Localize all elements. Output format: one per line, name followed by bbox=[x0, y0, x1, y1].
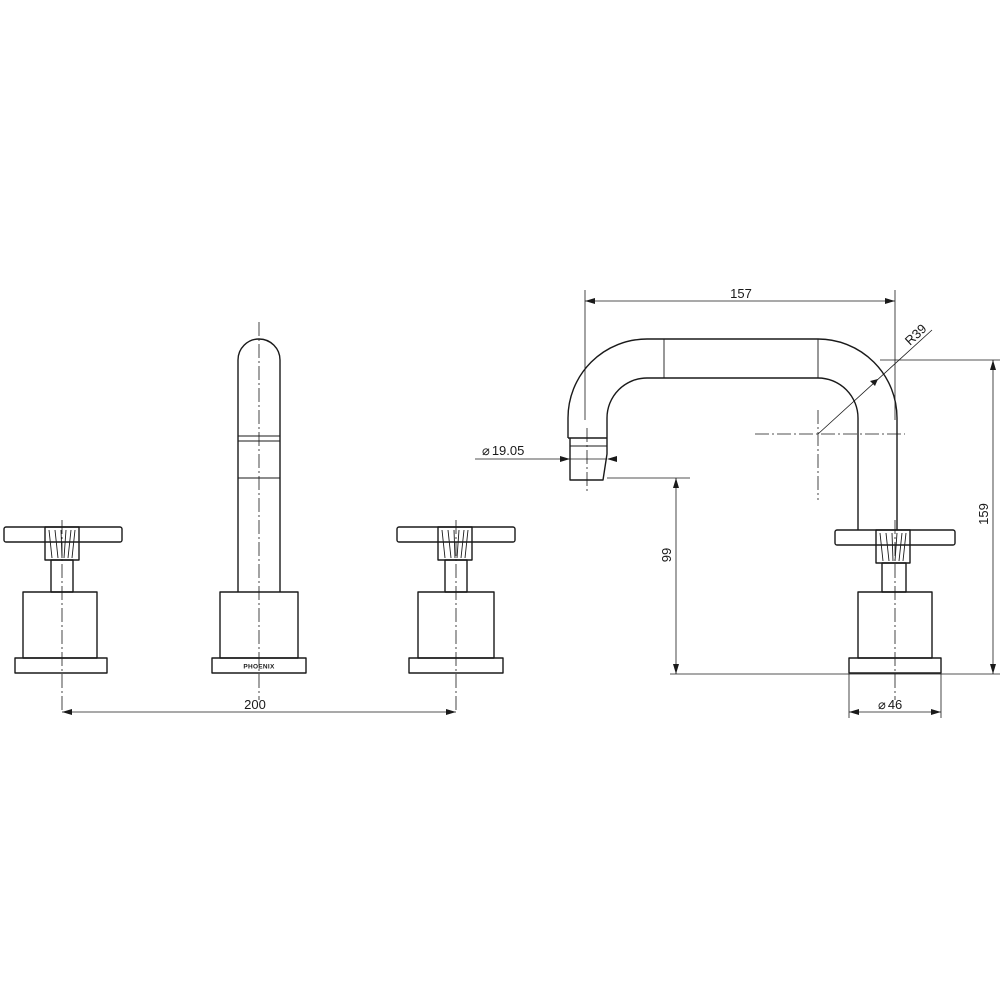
side-spout-inner-profile bbox=[606, 377, 859, 530]
left-valve-body bbox=[22, 591, 98, 659]
outlet-diameter-dimension: ⌀19.05 bbox=[475, 443, 617, 462]
left-cross-handle bbox=[3, 526, 123, 543]
outlet-height-dimension: 99 bbox=[607, 477, 1000, 675]
overall-height-arrow-top bbox=[990, 360, 996, 370]
side-hub-knurling bbox=[879, 532, 907, 562]
tap-spacing-dimension: 200 bbox=[62, 697, 456, 715]
base-diameter-dimension: ⌀46 bbox=[848, 674, 942, 718]
left-handle-assembly bbox=[3, 520, 123, 710]
overall-height-label: 159 bbox=[976, 503, 991, 525]
spout-outlet-nozzle bbox=[568, 437, 608, 481]
outlet-diameter-value: 19.05 bbox=[492, 443, 525, 458]
side-base-flange bbox=[848, 657, 942, 674]
tap-spacing-label: 200 bbox=[244, 697, 266, 712]
side-spout-outer-profile bbox=[567, 338, 898, 530]
outlet-height-arrow-bottom bbox=[673, 664, 679, 674]
right-handle-assembly bbox=[396, 520, 516, 710]
base-dia-arrow-right bbox=[931, 709, 941, 715]
overall-height-dimension: 159 bbox=[880, 359, 1000, 674]
base-diameter-label: ⌀46 bbox=[878, 697, 902, 712]
tap-spacing-arrow-left bbox=[62, 709, 72, 715]
overall-height-arrow-bottom bbox=[990, 664, 996, 674]
tap-spacing-arrow-right bbox=[446, 709, 456, 715]
spout-reach-dimension: 157 bbox=[584, 286, 896, 420]
left-base-flange bbox=[14, 657, 108, 674]
side-view-assembly bbox=[567, 338, 956, 700]
spout-radius-annotation: R39 bbox=[817, 321, 933, 435]
center-base-flange bbox=[211, 657, 307, 674]
outlet-dia-arrow-right bbox=[607, 456, 617, 462]
left-hub-knurling bbox=[48, 529, 76, 559]
outlet-dia-arrow-left bbox=[560, 456, 570, 462]
reach-arrow-left bbox=[585, 298, 595, 304]
brand-logo-text: PHOENIX bbox=[243, 664, 275, 671]
right-hub-knurling bbox=[441, 529, 469, 559]
center-spout-tube bbox=[237, 338, 281, 592]
diameter-symbol: ⌀ bbox=[878, 697, 886, 712]
outlet-height-label: 99 bbox=[659, 548, 674, 562]
spout-radius-label: R39 bbox=[902, 321, 930, 348]
outlet-height-arrow-top bbox=[673, 478, 679, 488]
spout-reach-label: 157 bbox=[730, 286, 752, 301]
base-diameter-value: 46 bbox=[888, 697, 902, 712]
right-base-flange bbox=[408, 657, 504, 674]
reach-arrow-right bbox=[885, 298, 895, 304]
diameter-symbol: ⌀ bbox=[482, 443, 490, 458]
side-spindle bbox=[881, 562, 907, 593]
center-spout-assembly: PHOENIX bbox=[211, 322, 307, 700]
base-dia-arrow-left bbox=[849, 709, 859, 715]
outlet-diameter-label: ⌀19.05 bbox=[482, 443, 524, 458]
radius-arrow bbox=[870, 379, 878, 386]
